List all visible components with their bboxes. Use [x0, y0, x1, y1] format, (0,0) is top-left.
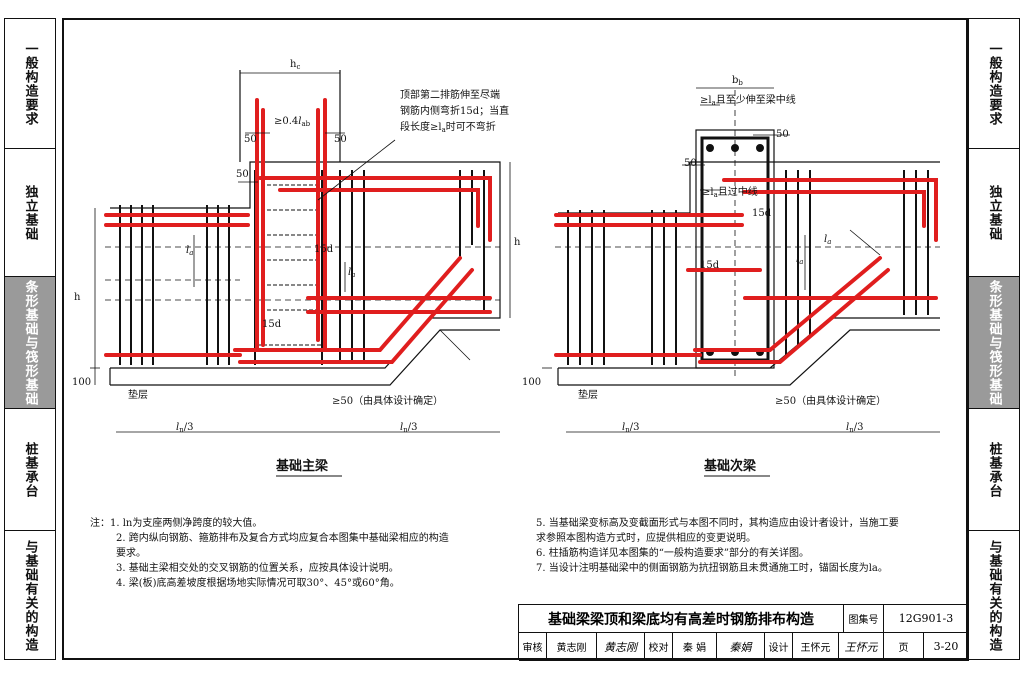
main-la-a: la	[186, 245, 193, 257]
main-ge50-label: ≥50（由具体设计确定）	[332, 394, 443, 407]
right-sidebar: 一般构造要求 独立基础 条形基础与筏形基础 桩基承台 与基础有关的构造	[968, 18, 1020, 660]
main-h-right: h	[514, 237, 521, 248]
secondary-anchor-top: ≥la且至少伸至梁中线	[700, 93, 796, 107]
note-item-7: 7. 当设计注明基础梁中的侧面钢筋为抗扭钢筋且未贯通施工时，锚固长度为la。	[536, 563, 888, 574]
main-dim-50c: 50	[236, 169, 249, 180]
main-dim-100: 100	[72, 377, 91, 388]
check-label: 校对	[645, 633, 673, 661]
drawing-title: 基础梁梁顶和梁底均有高差时钢筋排布构造	[519, 605, 844, 633]
secondary-padding-label: 垫层	[578, 388, 598, 401]
drawing-frame	[62, 18, 968, 660]
secondary-dim-50a: 50	[776, 129, 789, 140]
note-item-1: 1. ln为支座两侧净跨度的较大值。	[110, 518, 263, 529]
note-item-6: 6. 柱插筋构造详见本图集的“一般构造要求”部分的有关详图。	[536, 548, 809, 559]
page-label: 页	[884, 633, 924, 661]
secondary-beam-rebar	[554, 178, 938, 364]
main-dim-50a: 50	[244, 134, 257, 145]
main-beam-dashed-lines	[105, 246, 500, 301]
main-anchor-04-label: ≥0.4lab	[274, 116, 311, 128]
secondary-la-b: la	[824, 234, 831, 246]
note-item-3: 3. 基础主梁相交处的交叉钢筋的位置关系，应按具体设计说明。	[116, 563, 399, 574]
design-signature: 王怀元	[839, 633, 884, 661]
check-name: 秦 娟	[673, 633, 717, 661]
main-dim-50b: 50	[334, 134, 347, 145]
sidebar-left-section-3[interactable]: 条形基础与筏形基础	[5, 277, 55, 409]
secondary-caption: 基础次梁	[703, 458, 757, 474]
atlas-number: 12G901-3	[884, 605, 969, 633]
design-name: 王怀元	[793, 633, 839, 661]
secondary-bb-label: bb	[732, 75, 743, 87]
secondary-anchor-mid: ≥la且过中线	[702, 185, 758, 199]
review-signature: 黄志刚	[597, 633, 645, 661]
note-item-2: 2. 跨内纵向钢筋、箍筋排布及复合方式均应复合本图集中基础梁相应的构造	[116, 533, 449, 544]
sidebar-left-section-5[interactable]: 与基础有关的构造	[22, 540, 38, 652]
main-caption: 基础主梁	[275, 458, 329, 474]
title-block: 基础梁梁顶和梁底均有高差时钢筋排布构造 图集号 12G901-3 审核 黄志刚 …	[518, 604, 969, 661]
secondary-dim-50b: 50	[684, 158, 697, 169]
note-item-5: 5. 当基础梁变标高及变截面形式与本图不同时，其构造应由设计者设计，当施工要	[536, 518, 899, 529]
note-item-4: 4. 梁(板)底高差坡度根据场地实际情况可取30°、45°或60°角。	[116, 578, 400, 589]
main-beam-drawing: hc ≥0.4lab 50 50 50 15d 15d la la h h 10…	[72, 59, 521, 477]
main-beam-rebar	[104, 98, 492, 364]
sidebar-right-section-4[interactable]: 桩基承台	[969, 409, 1019, 531]
main-h-left: h	[74, 292, 81, 303]
secondary-beam-outline	[557, 129, 940, 386]
secondary-beam-dashed-lines	[555, 90, 940, 380]
main-note-line2: 钢筋内侧弯折15d；当直	[400, 104, 509, 117]
secondary-dim-15d-b: 15d	[700, 260, 720, 271]
notes-right: 5. 当基础梁变标高及变截面形式与本图不同时，其构造应由设计者设计，当施工要 求…	[536, 516, 899, 576]
main-beam-dimensions	[90, 72, 511, 433]
main-la-b: la	[348, 267, 355, 279]
secondary-beam-drawing: bb ≥la且至少伸至梁中线 ≥la且过中线 50 50 15d 15d la …	[522, 75, 940, 477]
secondary-la-a: la	[796, 254, 803, 266]
main-hc-label: hc	[290, 59, 300, 71]
notes-prefix: 注：	[90, 518, 110, 529]
atlas-label: 图集号	[844, 605, 884, 633]
secondary-beam-stirrups	[567, 170, 929, 365]
main-note-line3: 段长度≥la时可不弯折	[400, 120, 496, 134]
sidebar-right-section-1[interactable]: 一般构造要求	[969, 19, 1019, 149]
note-item-2b: 要求。	[116, 548, 146, 559]
design-label: 设计	[765, 633, 793, 661]
sidebar-left-section-1[interactable]: 一般构造要求	[5, 19, 55, 149]
review-label: 审核	[519, 633, 547, 661]
main-ln3-a: ln/3	[176, 422, 193, 434]
secondary-dim-15d-a: 15d	[752, 208, 772, 219]
check-signature: 秦娟	[717, 633, 765, 661]
main-note-line1: 顶部第二排筋伸至尽端	[400, 88, 500, 101]
main-beam-stirrups	[119, 170, 485, 365]
note-item-5b: 求参照本图构造方式时，应提供相应的变更说明。	[536, 533, 756, 544]
page-number: 3-20	[924, 633, 969, 661]
notes-left: 注：1. ln为支座两侧净跨度的较大值。 2. 跨内纵向钢筋、箍筋排布及复合方式…	[90, 516, 449, 591]
secondary-beam-dimensions	[542, 87, 940, 433]
main-dim-15d-a: 15d	[314, 244, 334, 255]
sidebar-right-section-2[interactable]: 独立基础	[969, 149, 1019, 277]
secondary-ge50-label: ≥50（由具体设计确定）	[775, 394, 886, 407]
secondary-ln3-b: ln/3	[846, 422, 863, 434]
sidebar-right-section-5[interactable]: 与基础有关的构造	[986, 540, 1002, 652]
main-beam-outline	[109, 70, 501, 386]
secondary-ln3-a: ln/3	[622, 422, 639, 434]
secondary-dim-100: 100	[522, 377, 541, 388]
main-ln3-b: ln/3	[400, 422, 417, 434]
sidebar-right-section-3[interactable]: 条形基础与筏形基础	[969, 277, 1019, 409]
sidebar-left-section-2[interactable]: 独立基础	[5, 149, 55, 277]
main-dim-15d-b: 15d	[262, 319, 282, 330]
left-sidebar: 一般构造要求 独立基础 条形基础与筏形基础 桩基承台 与基础有关的构造	[4, 18, 56, 660]
review-name: 黄志刚	[547, 633, 597, 661]
sidebar-left-section-4[interactable]: 桩基承台	[5, 409, 55, 531]
main-padding-label: 垫层	[128, 388, 148, 401]
